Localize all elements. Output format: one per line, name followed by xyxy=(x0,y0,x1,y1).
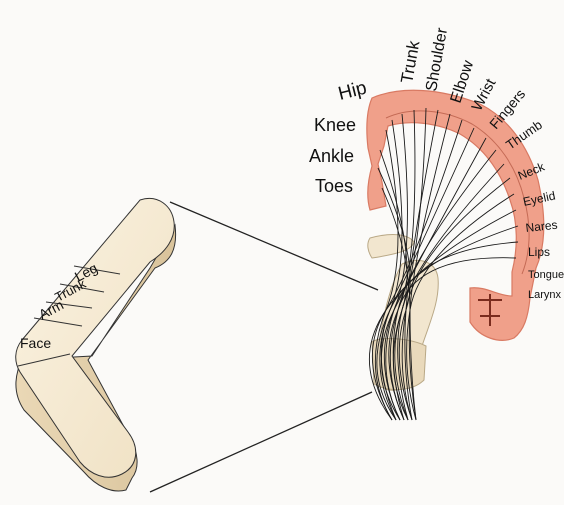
connector-line-upper xyxy=(170,202,378,290)
label-lips: Lips xyxy=(528,245,550,259)
label-larynx: Larynx xyxy=(528,289,562,301)
label-knee: Knee xyxy=(314,115,356,135)
label-tongue: Tongue xyxy=(528,269,564,281)
label-hip: Hip xyxy=(336,78,369,105)
internal-capsule-model: Leg Trunk Arm Face xyxy=(16,198,176,491)
connector-line-lower xyxy=(150,392,372,492)
label-trunk: Trunk xyxy=(397,39,423,85)
label-wrist: Wrist xyxy=(469,75,500,114)
label-toes: Toes xyxy=(315,176,353,196)
label-shoulder: Shoulder xyxy=(423,26,451,93)
label-nares: Nares xyxy=(525,218,558,235)
label-ankle: Ankle xyxy=(309,146,354,166)
capsule-label-face: Face xyxy=(20,335,51,351)
